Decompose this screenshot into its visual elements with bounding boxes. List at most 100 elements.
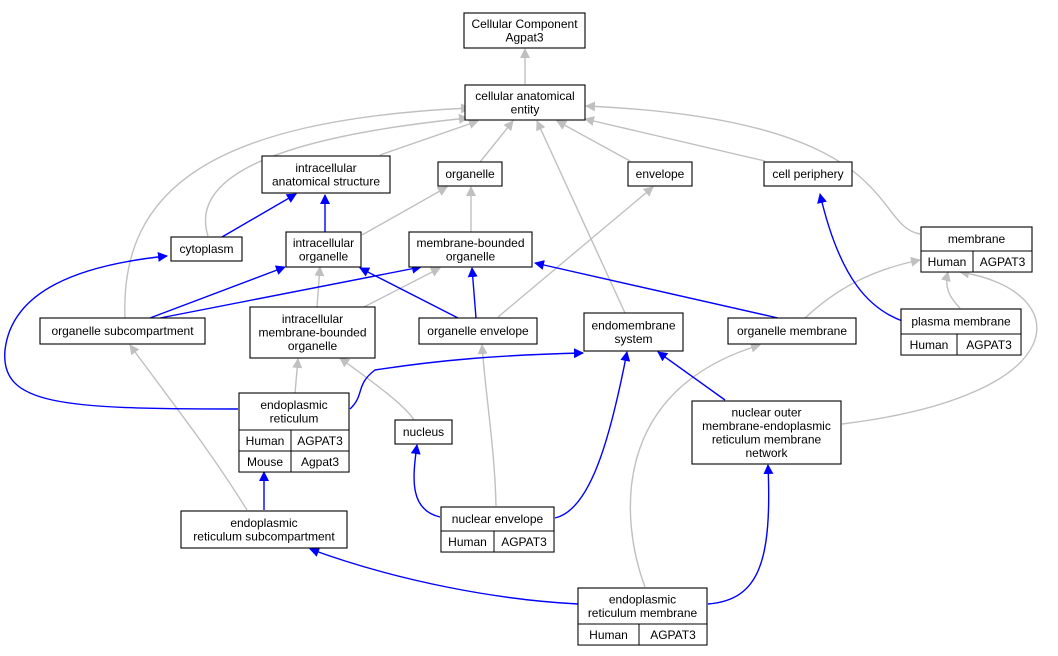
- node-box: [437, 161, 503, 187]
- species-label: Human: [910, 338, 949, 352]
- node-label-line: membrane-endoplasmic: [702, 419, 831, 433]
- node-organelle[interactable]: organelle: [437, 161, 503, 187]
- edge-organelle-to-cae: [479, 120, 514, 163]
- node-box: [408, 231, 533, 268]
- gene-label: AGPAT3: [501, 535, 547, 549]
- node-box: [180, 510, 348, 549]
- gene-label: AGPAT3: [980, 255, 1026, 269]
- node-envelope[interactable]: envelope: [627, 161, 693, 187]
- node-label-line: entity: [511, 102, 540, 116]
- node-orgenv[interactable]: organelle envelope: [418, 317, 538, 345]
- edge-orgenv-to-intraorg: [359, 267, 459, 319]
- node-label-line: endoplasmic: [609, 592, 676, 606]
- node-label-line: organelle subcompartment: [51, 324, 194, 338]
- node-label-line: organelle: [445, 167, 495, 181]
- node-box: [463, 12, 586, 49]
- species-label: Human: [448, 535, 487, 549]
- node-label-line: reticulum: [270, 411, 319, 425]
- node-nucleus[interactable]: nucleus: [394, 419, 453, 445]
- species-label: Human: [246, 434, 285, 448]
- annotation-row: Human AGPAT3: [920, 250, 1033, 273]
- edge-cytoplasm-to-cae: [204, 113, 469, 237]
- node-box: [170, 236, 243, 262]
- node-orgmem[interactable]: organelle membrane: [727, 317, 857, 345]
- node-label-line: Cellular Component: [471, 17, 578, 31]
- node-label-line: intracellular: [295, 161, 356, 175]
- node-box: [691, 400, 842, 465]
- node-label-line: system: [614, 332, 652, 346]
- node-label-line: intracellular: [293, 236, 354, 250]
- species-label: Mouse: [247, 455, 283, 469]
- node-box: [583, 312, 684, 352]
- edge-nucenv-to-nucleus: [410, 444, 441, 518]
- node-orgsub[interactable]: organelle subcompartment: [39, 317, 206, 345]
- edge-nucenv-to-endomem: [554, 351, 631, 519]
- edge-cellper-to-cae: [584, 116, 766, 162]
- edge-endomem-to-cae: [536, 120, 626, 314]
- node-label-line: endoplasmic: [230, 516, 297, 530]
- edge-ersub-to-orgsub: [129, 344, 248, 511]
- node-label-line: intracellular: [282, 312, 343, 326]
- gene-cell: [290, 450, 350, 473]
- node-label-line: organelle membrane: [737, 324, 847, 338]
- node-box: [418, 317, 538, 345]
- node-label-line: cell periphery: [772, 167, 843, 181]
- node-label-line: endoplasmic: [260, 398, 327, 412]
- edge-ermem-to-orgmem: [629, 342, 761, 588]
- node-box: [249, 306, 376, 359]
- node-label-line: envelope: [636, 167, 685, 181]
- edge-ias-to-cae: [379, 119, 479, 156]
- edge-cytoplasm-to-ias: [221, 193, 297, 238]
- edge-nucleus-to-imbo: [339, 357, 415, 421]
- edge-envelope-to-cae: [556, 120, 631, 162]
- edge-orgsub-to-mbo: [159, 263, 422, 319]
- gene-cell: [972, 250, 1033, 273]
- gene-cell: [493, 530, 555, 553]
- annotation-row: Human AGPAT3: [577, 623, 708, 646]
- node-label-line: organelle envelope: [427, 324, 529, 338]
- edge-orgsub-to-cae: [124, 103, 471, 319]
- edge-er-to-cytoplasm: [4, 251, 239, 410]
- edge-orgmem-to-mbo: [534, 260, 779, 319]
- node-cytoplasm[interactable]: cytoplasm: [170, 236, 243, 262]
- node-box: [727, 317, 857, 345]
- edge-nomernet-to-membrane: [841, 268, 1038, 425]
- edge-ermem-to-nomernet: [707, 464, 774, 605]
- node-cellper[interactable]: cell periphery: [763, 161, 853, 187]
- node-box: [39, 317, 206, 345]
- edge-er-to-imbo: [292, 358, 303, 394]
- node-label-line: reticulum membrane: [712, 432, 822, 446]
- species-label: Human: [589, 628, 628, 642]
- edges-part-of: [4, 193, 906, 605]
- node-label-line: nuclear envelope: [452, 512, 544, 526]
- gene-cell: [956, 333, 1022, 356]
- node-nomernet[interactable]: nuclear outermembrane-endoplasmicreticul…: [691, 400, 842, 465]
- edge-ermem-to-ersub: [309, 547, 579, 605]
- edge-membrane-to-cae: [585, 101, 921, 235]
- node-label-line: organelle: [288, 339, 338, 353]
- gene-label: AGPAT3: [650, 628, 696, 642]
- species-label: Human: [928, 255, 967, 269]
- node-label-line: organelle: [299, 249, 349, 263]
- node-box: [763, 161, 853, 187]
- node-label-line: organelle: [446, 249, 496, 263]
- node-label-line: network: [745, 446, 788, 460]
- node-box: [261, 155, 391, 194]
- edge-plasmamem-to-membrane: [940, 271, 961, 309]
